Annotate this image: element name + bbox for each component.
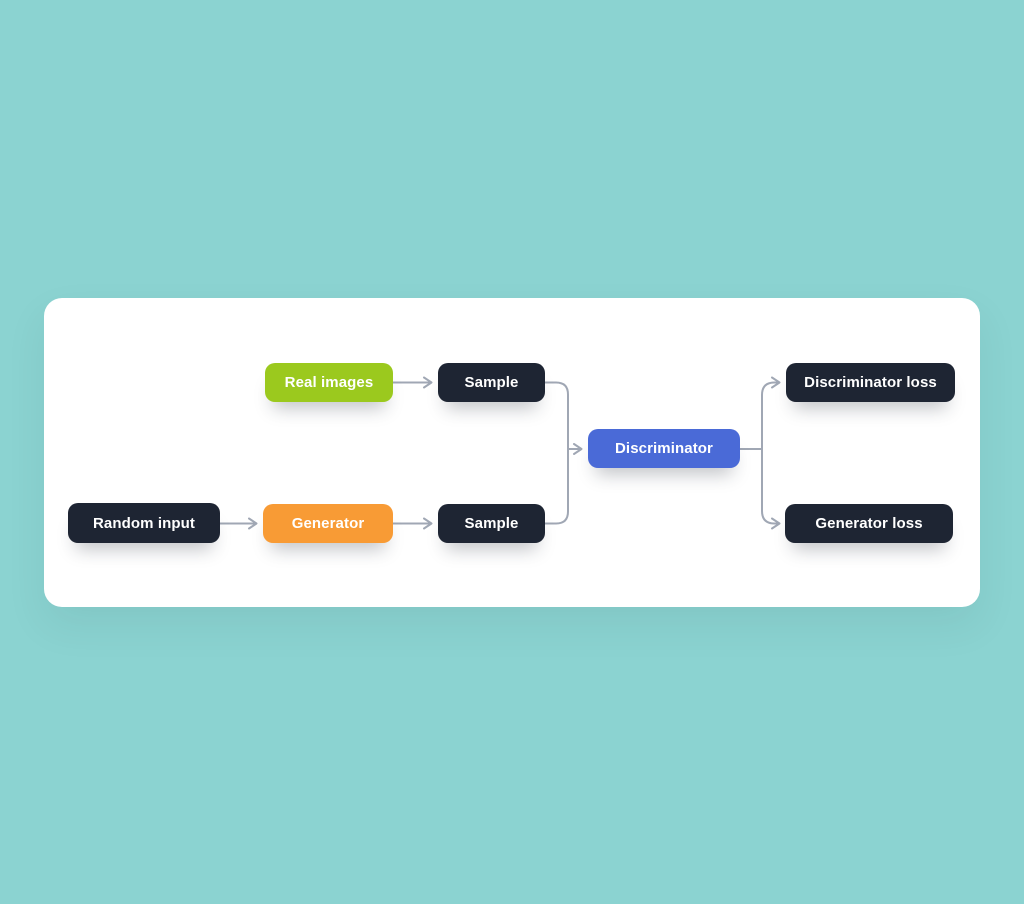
node-sample-bottom-label: Sample <box>464 515 519 532</box>
node-real-images-label: Real images <box>284 374 374 391</box>
node-random-input-label: Random input <box>92 514 196 532</box>
node-generator-label: Generator <box>291 515 365 532</box>
edge-split-to-discriminator-loss <box>761 376 781 450</box>
node-real-images: Real images <box>265 363 393 402</box>
node-generator-loss-label: Generator loss <box>815 515 923 532</box>
diagram-card: Real images Sample Random input Generato… <box>44 298 980 607</box>
node-discriminator-loss: Discriminator loss <box>786 363 955 402</box>
connector-layer <box>219 376 781 530</box>
node-generator-loss: Generator loss <box>785 504 953 543</box>
node-generator: Generator <box>263 504 393 543</box>
node-discriminator-label: Discriminator <box>615 440 713 457</box>
node-sample-top-label: Sample <box>464 374 519 391</box>
node-sample-bottom: Sample <box>438 504 545 543</box>
node-random-input: Random input <box>68 503 220 543</box>
node-sample-top: Sample <box>438 363 545 402</box>
edge-sample-top-to-junction <box>544 381 569 450</box>
edge-split-to-generator-loss <box>761 448 781 530</box>
node-discriminator: Discriminator <box>588 429 740 468</box>
node-discriminator-loss-label: Discriminator loss <box>804 374 937 391</box>
edge-sample-bottom-to-junction <box>544 448 569 525</box>
